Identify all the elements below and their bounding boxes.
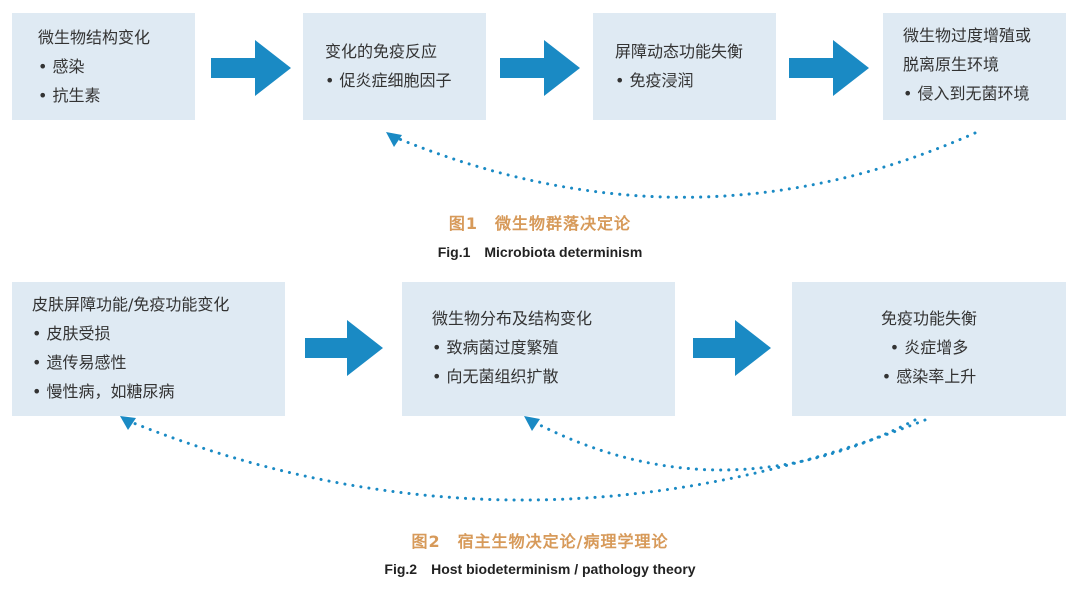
fig2-feedback-curve-outer <box>124 418 927 502</box>
fig2-box1-title: 皮肤屏障功能/免疫功能变化 <box>32 295 230 314</box>
fig2-caption-en: Fig.2 Host biodeterminism / pathology th… <box>384 561 696 577</box>
fig1-box1-item-antibiotics: • 抗生素 <box>38 86 101 105</box>
fig2-arrow-1 <box>305 320 383 380</box>
fig2-box-microbial-distribution-change: 微生物分布及结构变化 • 致病菌过度繁殖 • 向无菌组织扩散 <box>402 282 675 416</box>
fig1-box3-item-immune-infiltration: • 免疫浸润 <box>615 71 694 90</box>
fig2-box3-item-inflammation: • 炎症增多 <box>889 338 969 357</box>
fig2-box-skin-barrier-change: 皮肤屏障功能/免疫功能变化 • 皮肤受损 • 遗传易感性 • 慢性病，如糖尿病 <box>12 282 285 416</box>
fig1-feedback-curve <box>390 131 977 199</box>
fig2-box-immune-imbalance: 免疫功能失衡 • 炎症增多 • 感染率上升 <box>792 282 1066 416</box>
fig1-caption-cn: 图1 微生物群落决定论 <box>448 214 632 233</box>
fig2-inner-arrowhead <box>524 416 540 431</box>
fig1-box-altered-immune-response: 变化的免疫反应 • 促炎症细胞因子 <box>303 13 486 120</box>
fig1-box4-item-sterile-invasion: • 侵入到无菌环境 <box>903 84 1030 103</box>
fig1-arrow-2 <box>500 40 580 100</box>
fig1-box1-item-infection: • 感染 <box>38 57 85 76</box>
fig1-box2-title: 变化的免疫反应 <box>325 42 438 61</box>
fig2-box1-item-chronic: • 慢性病，如糖尿病 <box>32 382 175 401</box>
fig1-box1-title: 微生物结构变化 <box>38 28 151 47</box>
fig2-arrow-2 <box>693 320 771 380</box>
fig1-caption-en: Fig.1 Microbiota determinism <box>437 244 643 260</box>
fig2-feedback-curve-inner <box>528 418 917 472</box>
fig2-box2-item-spread: • 向无菌组织扩散 <box>432 367 559 386</box>
fig1-box4-title: 微生物过度增殖或 <box>903 26 1032 45</box>
fig2-caption-cn: 图2 宿主生物决定论/病理学理论 <box>411 532 669 551</box>
fig1-box-overgrowth: 微生物过度增殖或 脱离原生环境 • 侵入到无菌环境 <box>883 13 1066 120</box>
fig1-box4-title-line2: 脱离原生环境 <box>903 55 1000 74</box>
fig2-box3-item-infection-rate: • 感染率上升 <box>881 367 977 386</box>
fig1-arrow-1 <box>211 40 291 100</box>
fig2-box2-item-pathogen-overgrowth: • 致病菌过度繁殖 <box>432 338 559 357</box>
fig1-box-microbial-structure-change: 微生物结构变化 • 感染 • 抗生素 <box>12 13 195 120</box>
fig2-box1-item-skin-damage: • 皮肤受损 <box>32 324 111 343</box>
fig2-outer-arrowhead <box>120 416 136 430</box>
fig1-curve-arrowhead <box>386 132 402 147</box>
fig1-box3-title: 屏障动态功能失衡 <box>615 42 744 61</box>
fig1-box-barrier-imbalance: 屏障动态功能失衡 • 免疫浸润 <box>593 13 776 120</box>
fig2-box1-item-genetic: • 遗传易感性 <box>32 353 127 372</box>
fig2-box3-title: 免疫功能失衡 <box>880 309 977 328</box>
fig1-arrow-3 <box>789 40 869 100</box>
fig1-box2-item-cytokines: • 促炎症细胞因子 <box>325 71 452 90</box>
fig2-box2-title: 微生物分布及结构变化 <box>432 309 593 328</box>
